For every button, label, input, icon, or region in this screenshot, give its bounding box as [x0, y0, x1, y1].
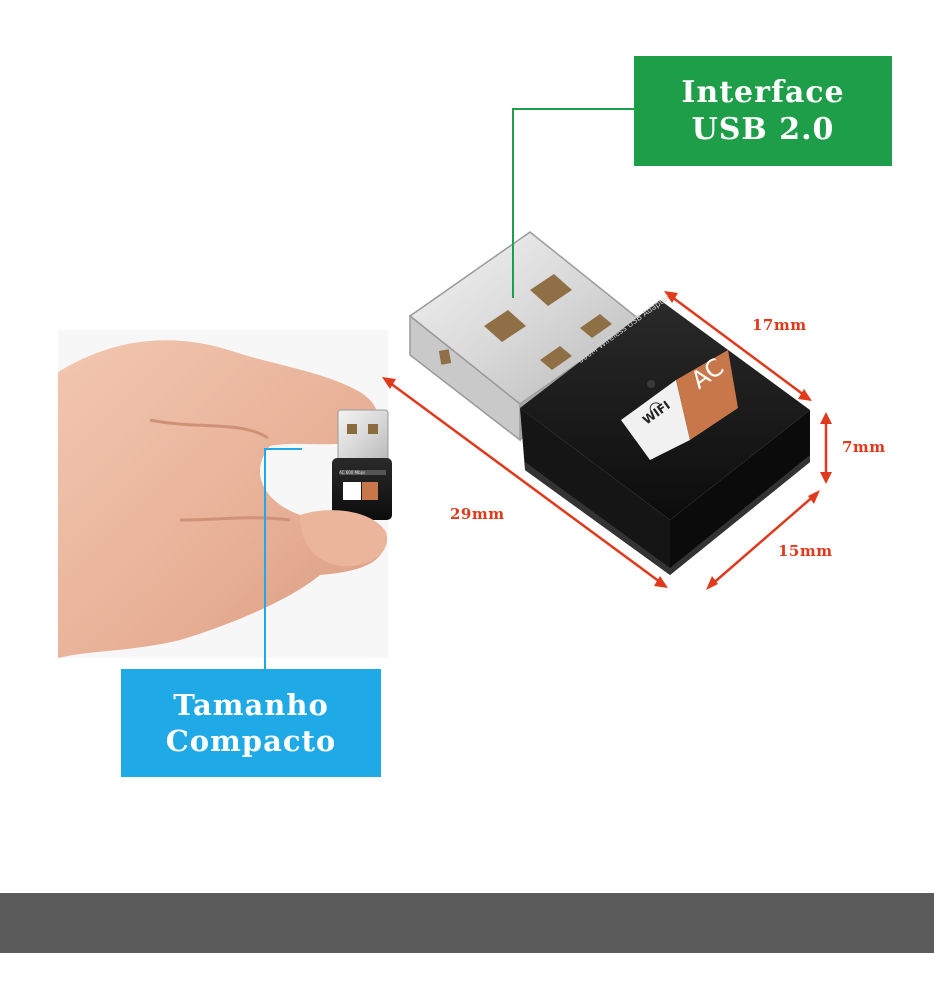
- compact-line1: Tamanho: [173, 687, 329, 722]
- width-dimension-label: 17mm: [752, 316, 807, 334]
- dimension-arrows: [382, 291, 832, 590]
- bottom-bar: [0, 893, 934, 953]
- length-dimension-label: 29mm: [450, 505, 505, 523]
- usb-dongle: [408, 231, 810, 575]
- height-dimension-label: 7mm: [842, 438, 886, 456]
- compact-connector-line: [264, 448, 302, 669]
- interface-usb-label: Interface USB 2.0: [634, 56, 892, 166]
- small-dongle: [332, 409, 392, 520]
- interface-connector-line: [512, 108, 634, 298]
- interface-line2: USB 2.0: [691, 112, 835, 147]
- small-dongle-print: AC 600 Mbps: [339, 470, 366, 475]
- hand-photo: [58, 330, 392, 658]
- interface-line1: Interface: [681, 74, 845, 110]
- compact-line2: Compacto: [165, 724, 337, 758]
- depth-dimension-label: 15mm: [778, 542, 833, 560]
- hand-shape: [58, 340, 385, 658]
- compact-size-label: Tamanho Compacto: [121, 669, 381, 777]
